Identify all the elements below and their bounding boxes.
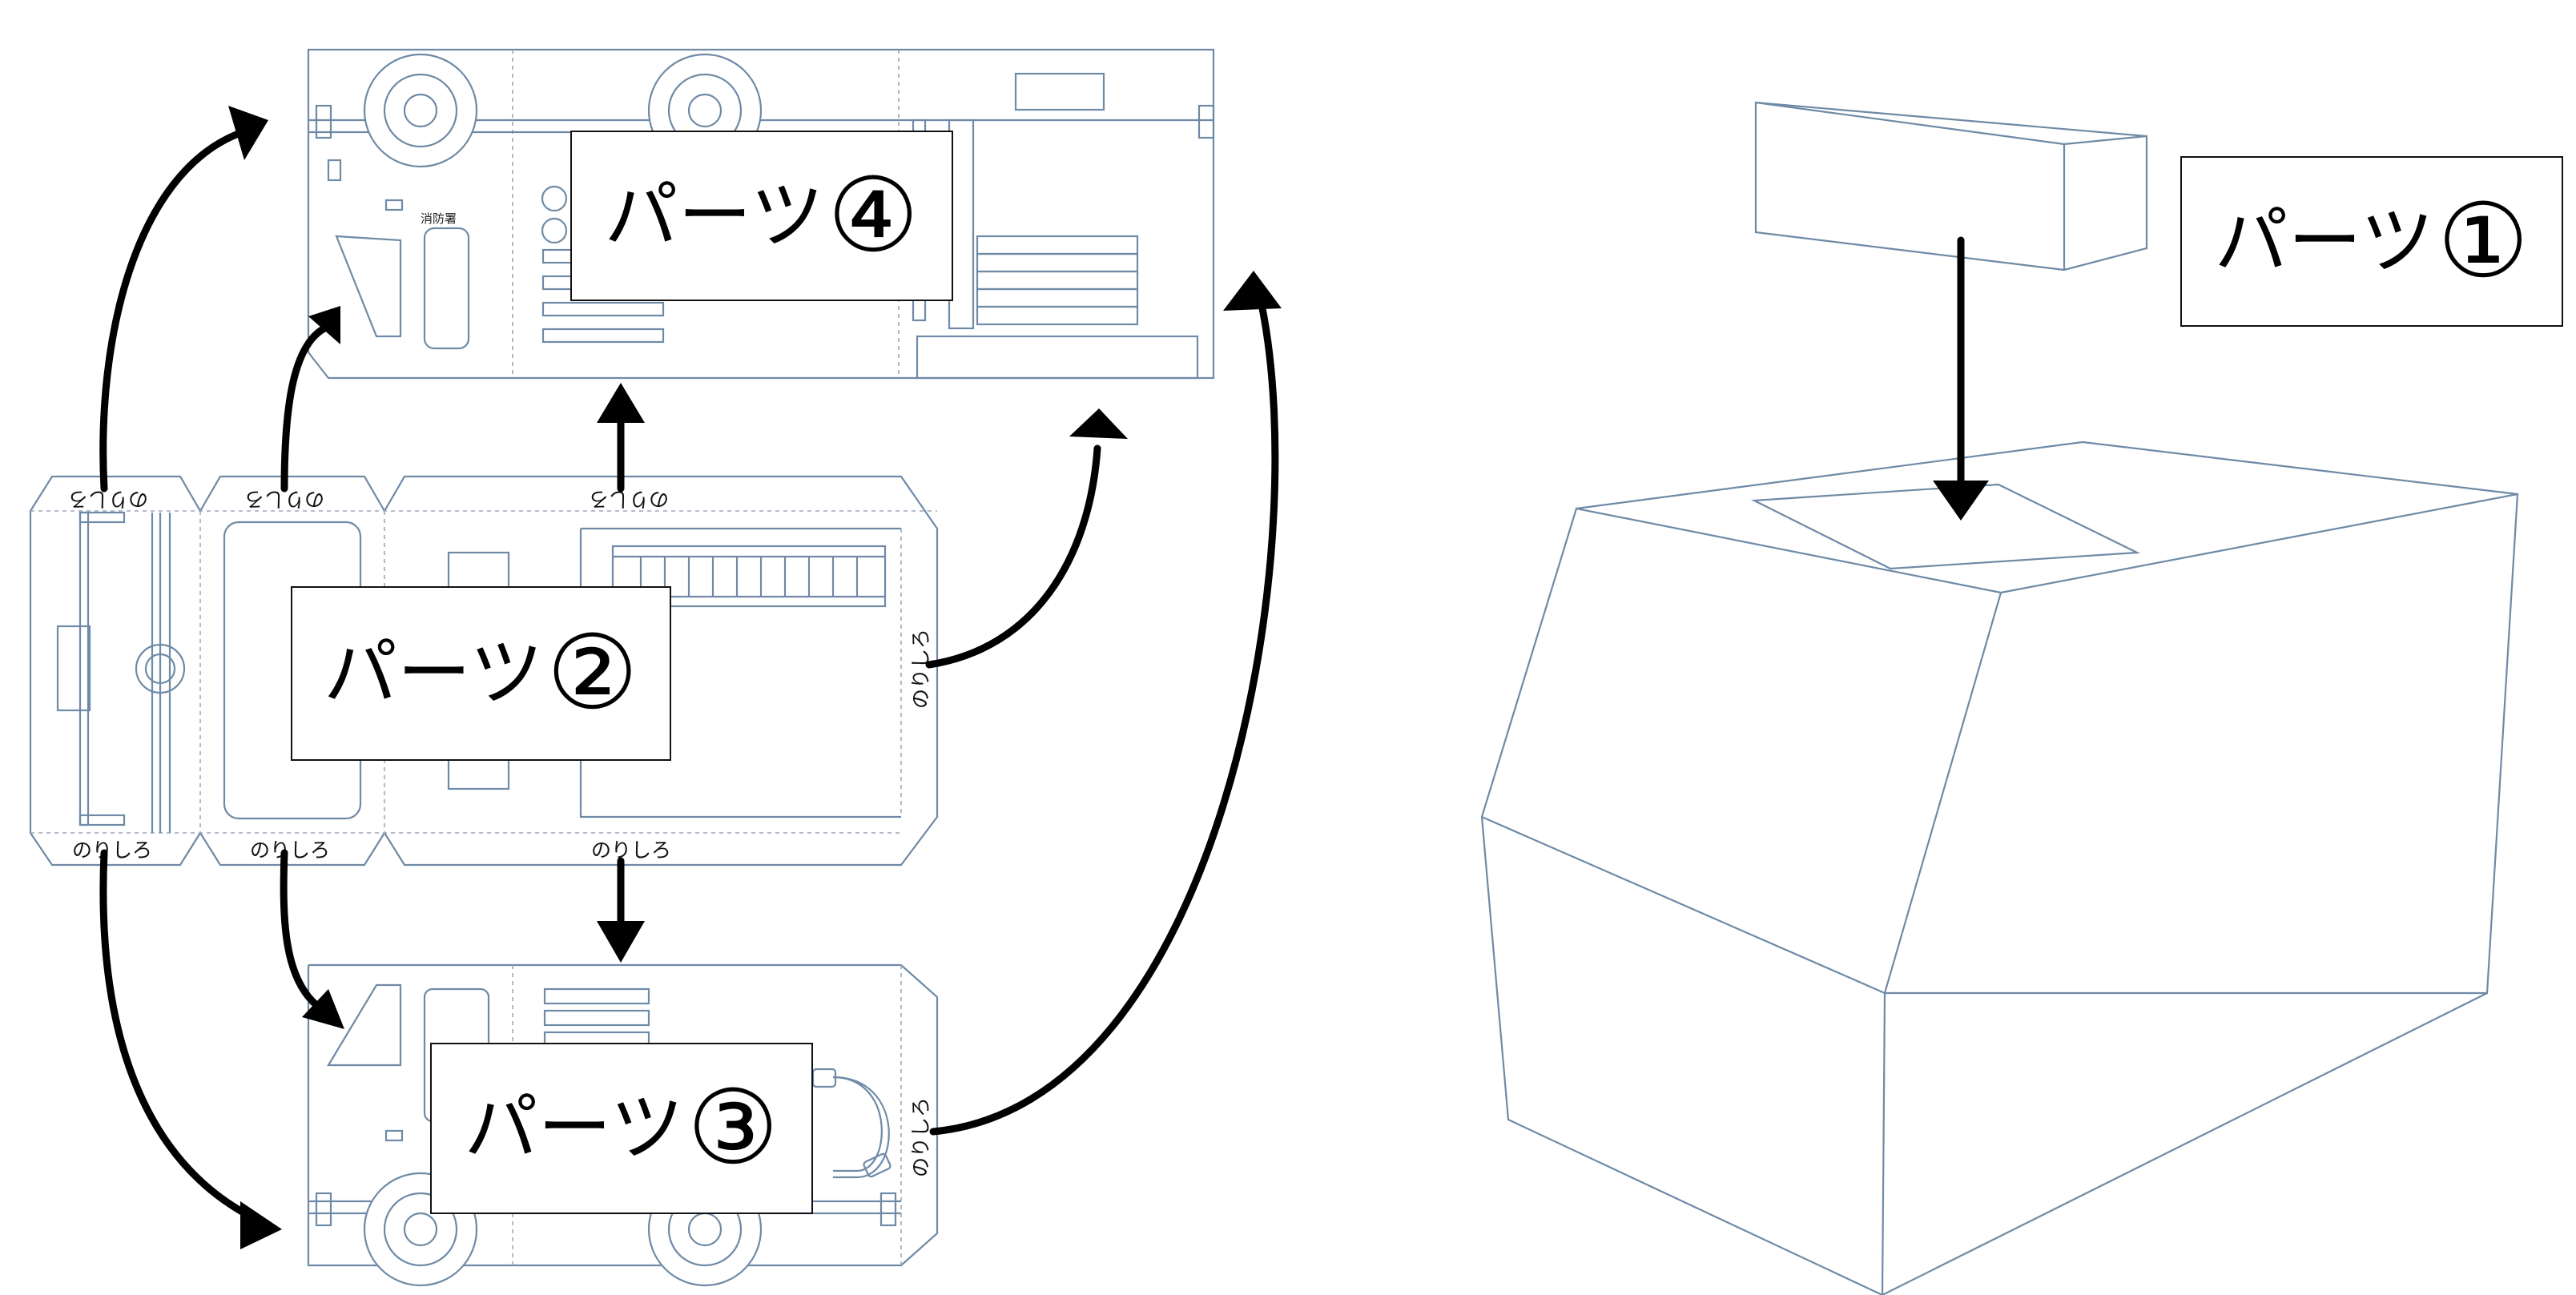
part-number: ② — [546, 613, 638, 733]
arrowhead-icon — [228, 106, 268, 160]
glue-tab-label: のりしろ — [250, 839, 330, 862]
arrowhead-icon — [240, 1201, 282, 1249]
glue-tab-label: のりしろ — [68, 488, 148, 511]
arrowhead-icon — [302, 989, 344, 1029]
arrowhead-icon — [1223, 271, 1282, 311]
glue-tab-label: のりしろ — [909, 629, 932, 709]
glue-tab-label: のりしろ — [72, 839, 152, 862]
curved-arrow — [929, 300, 1279, 1136]
curved-arrow — [280, 324, 328, 493]
curved-arrow — [280, 849, 320, 1009]
glue-tab-label: のりしろ — [591, 839, 671, 862]
part-label-text: パーツ — [2214, 198, 2434, 284]
arrowhead-icon — [1933, 481, 1989, 521]
arrowhead-icon — [597, 383, 645, 423]
part-label-text: パーツ — [464, 1085, 684, 1171]
part-label-text: パーツ — [324, 630, 544, 716]
curved-arrow — [925, 444, 1101, 669]
wheel-icon — [363, 53, 478, 168]
part-1-box — [1480, 101, 2519, 1295]
curved-arrow — [99, 849, 256, 1221]
arrows — [99, 106, 1989, 1249]
glue-tab-label: のりしろ — [909, 1097, 932, 1177]
part-label-text: パーツ — [604, 172, 824, 259]
curved-arrow — [99, 131, 240, 493]
part-number: ④ — [827, 155, 920, 275]
glue-tab-label: のりしろ — [589, 488, 669, 511]
arrowhead-icon — [1069, 408, 1128, 439]
part-number: ① — [2437, 181, 2530, 301]
arrowhead-icon — [308, 306, 340, 344]
part-number: ③ — [686, 1068, 779, 1188]
emblem-text: 消防署 — [421, 211, 457, 226]
arrowhead-icon — [597, 921, 645, 963]
